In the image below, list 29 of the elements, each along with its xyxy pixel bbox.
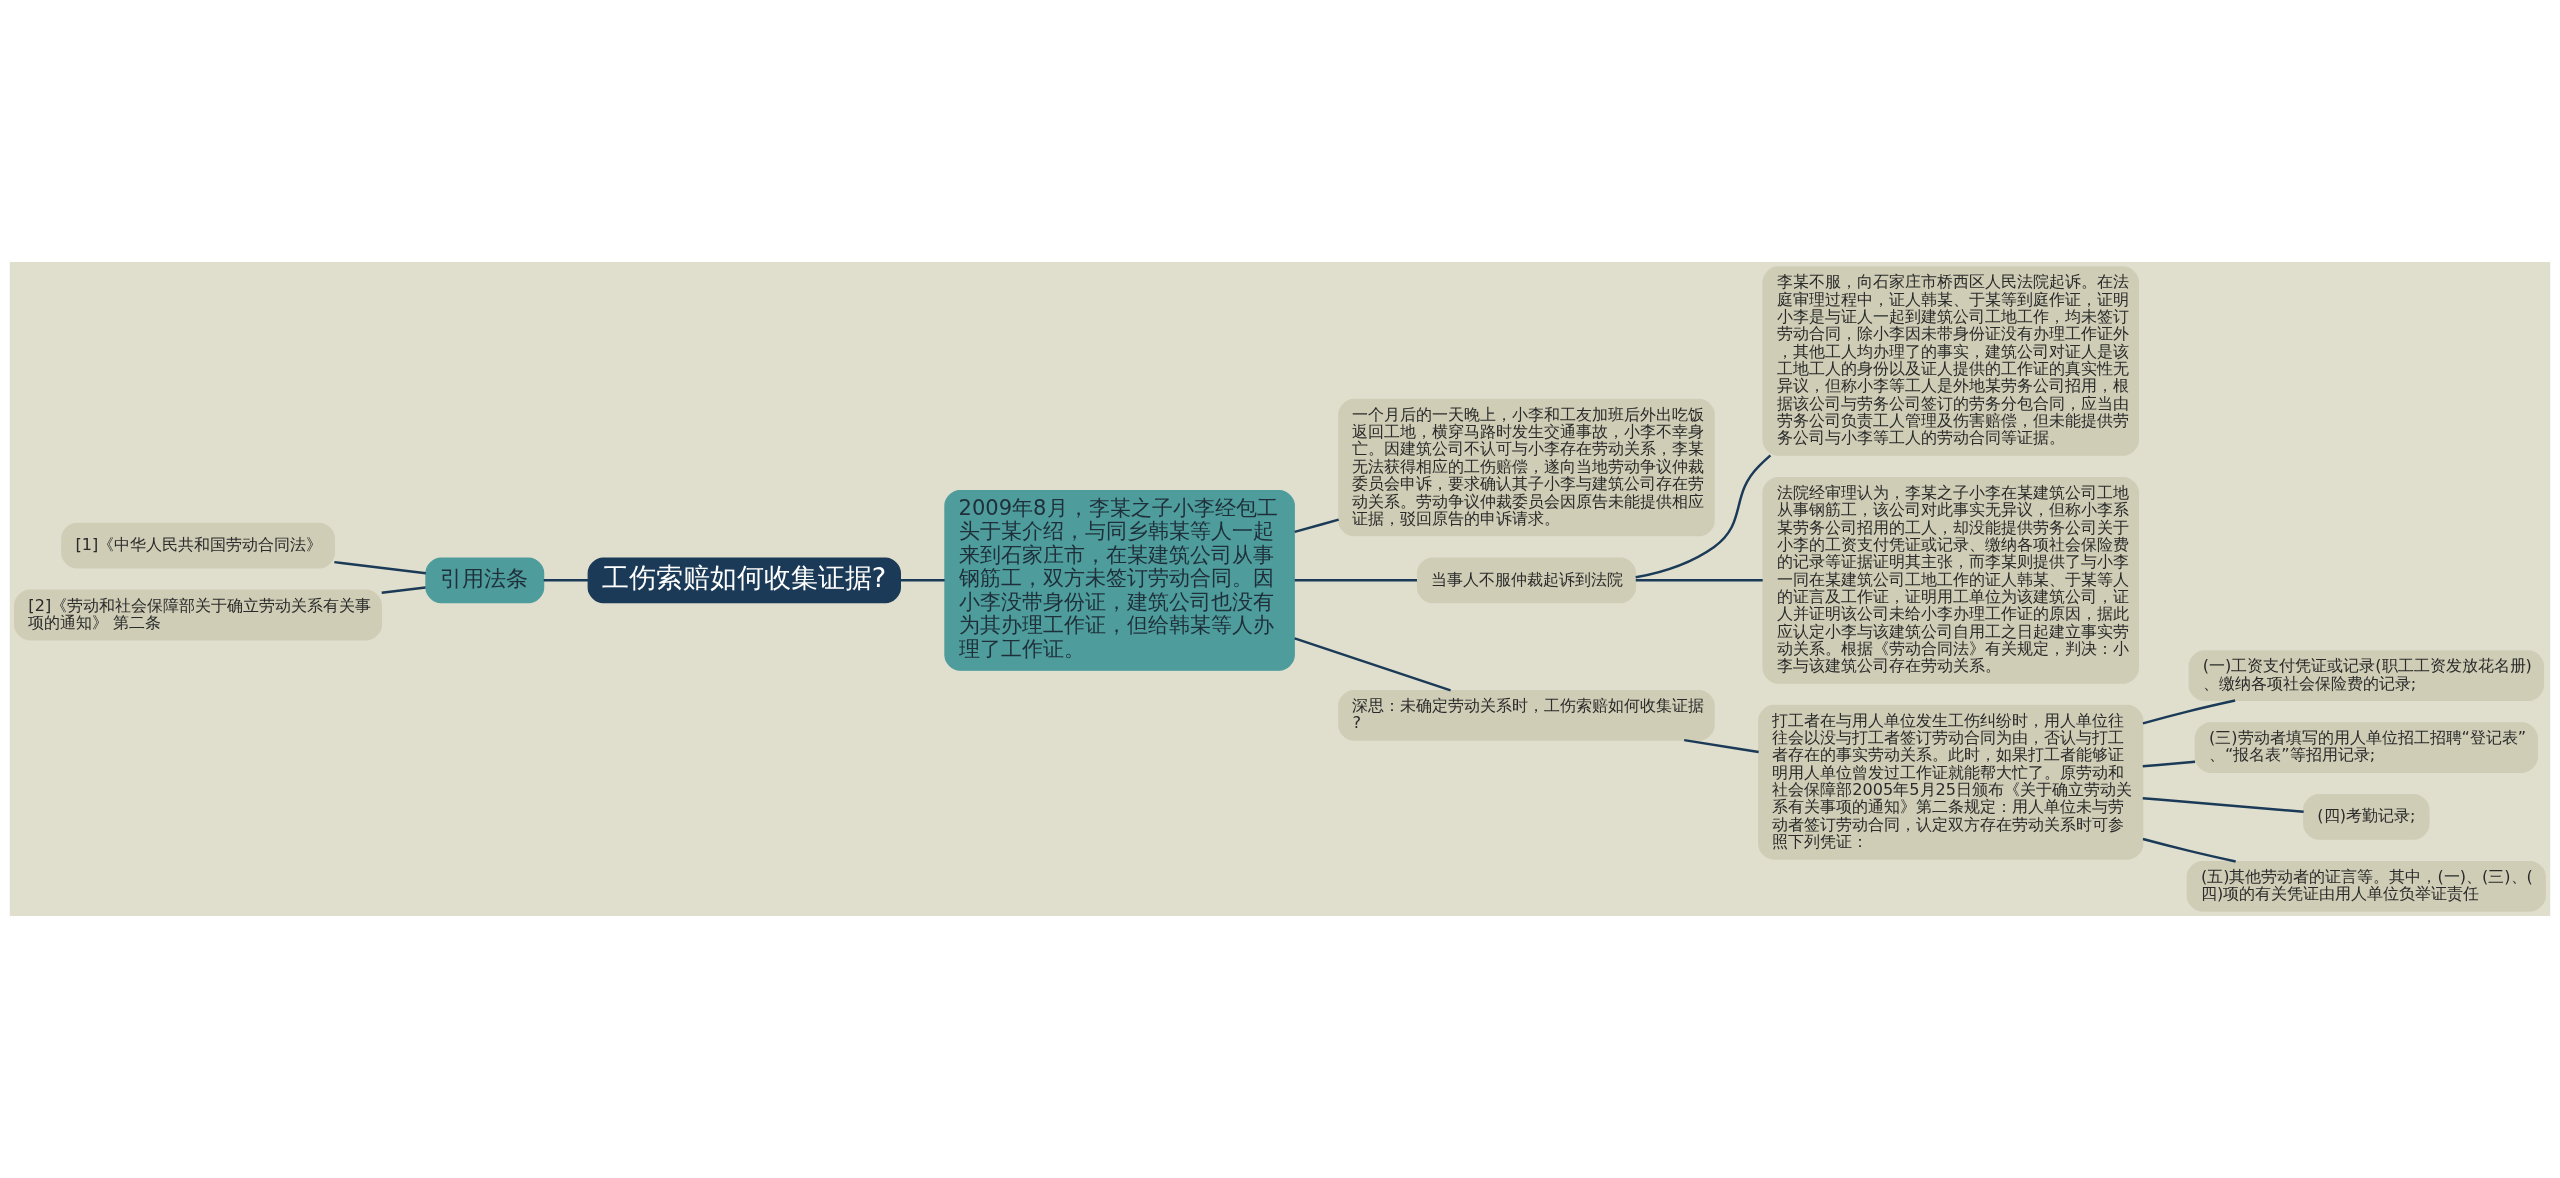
connector bbox=[2142, 760, 2196, 768]
connector bbox=[1294, 518, 1339, 534]
node-box: [2]《劳动和社会保障部关于确立劳动关系有关事项的通知》 第二条 bbox=[14, 589, 382, 641]
node-box: 李某不服，向石家庄市桥西区人民法院起诉。在法庭审理过程中，证人韩某、于某等到庭作证，证明小李是与证人一起到建筑公司工地工作，均未签订劳动合同，除小李因未带身份证没有办理工作证外，其他工人均办理了的事实，建筑公司对证人是该工地工人的身份以及证人提供的工作证的真实性无异议，但称小李等工人是外地某劳务公司招用，根据该公司与劳务公司签订的劳务分包合同，应当由劳务公司负责工人管理及伤害赔偿，但未能提供劳务公司与小李等工人的劳动合同等证据。 bbox=[1762, 266, 2139, 456]
node-box: (三)劳动者填写的用人单位招工招聘“登记表”、“报名表”等招用记录; bbox=[2194, 722, 2538, 773]
connector bbox=[1635, 579, 1763, 582]
node-box: 引用法条 bbox=[425, 557, 545, 604]
node-box: 打工者在与用人单位发生工伤纠纷时，用人单位往往会以没与打工者签订劳动合同为由，否认与打工者存在的事实劳动关系。此时，如果打工者能够证明用人单位曾发过工作证就能帮大忙了。原劳动和社会保障部2005年5月25日颁布《关于确立劳动关系有关事项的通知》第二条规定：用人单位未与劳动者签订劳动合同，认定双方存在劳动关系时可参照下列凭证： bbox=[1758, 704, 2144, 860]
node-box: [1]《中华人民共和国劳动合同法》 bbox=[61, 522, 335, 569]
node-box: 法院经审理认为，李某之子小李在某建筑公司工地从事钢筋工，该公司对此事实无异议，但称小李系某劳务公司招用的工人，却没能提供劳务公司关于小李的工资支付凭证或记录、缴纳各项社会保险费的记录等证据证明其主张，而李某则提供了与小李一同在某建筑公司工地工作的证人韩某、于某等人的证言及工作证，证明用工单位为该建筑公司，证人并证明该公司未给小李办理工作证的原因，据此应认定小李与该建筑公司自用工之日起建立事实劳动关系。根据《劳动合同法》有关规定，判决：小李与该建筑公司存在劳动关系。 bbox=[1762, 476, 2139, 684]
connector bbox=[2142, 797, 2304, 813]
connector bbox=[381, 586, 426, 594]
connector bbox=[2142, 837, 2236, 863]
connector bbox=[543, 579, 589, 582]
connector bbox=[900, 579, 945, 582]
connector bbox=[1294, 637, 1451, 692]
connector bbox=[1635, 454, 1772, 579]
node-box: 深思：未确定劳动关系时，工伤索赔如何收集证据? bbox=[1338, 689, 1715, 741]
connector bbox=[1294, 579, 1417, 582]
connector bbox=[1684, 738, 1759, 754]
node-box: (一)工资支付凭证或记录(职工工资发放花名册)、缴纳各项社会保险费的记录; bbox=[2188, 650, 2545, 702]
node-box: (四)考勤记录; bbox=[2303, 794, 2430, 840]
node-box: 当事人不服仲裁起诉到法院 bbox=[1416, 557, 1637, 604]
connector bbox=[2142, 699, 2236, 725]
node-box: 一个月后的一天晚上，小李和工友加班后外出吃饭返回工地，横穿马路时发生交通事故，小李不幸身亡。因建筑公司不认可与小李存在劳动关系，李某无法获得相应的工伤赔偿，遂向当地劳动争议仲裁委员会申诉，要求确认其子小李与建筑公司存在劳动关系。劳动争议仲裁委员会因原告未能提供相应证据，驳回原告的申诉请求。 bbox=[1338, 398, 1715, 537]
node-box: 2009年8月，李某之子小李经包工头于某介绍，与同乡韩某等人一起来到石家庄市，在某建筑公司从事钢筋工，双方未签订劳动合同。因小李没带身份证，建筑公司也没有为其办理工作证，但给韩某等人办理了工作证。 bbox=[944, 489, 1295, 671]
connector bbox=[334, 560, 426, 575]
node-box: (五)其他劳动者的证言等。其中，(一)、(三)、(四)项的有关凭证由用人单位负举证责任 bbox=[2186, 860, 2546, 912]
node-box: 工伤索赔如何收集证据? bbox=[587, 557, 901, 604]
